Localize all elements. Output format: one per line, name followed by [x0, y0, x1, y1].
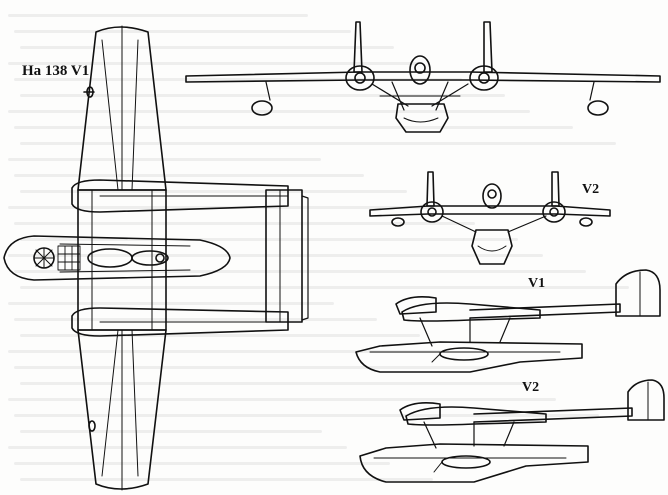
side-view-v2-hull — [359, 443, 589, 483]
side-view-2-label: V2 — [522, 380, 540, 395]
plan-view-lower-boom — [71, 307, 289, 337]
front-view-v1 — [185, 21, 661, 133]
side-view-v1-hull — [355, 341, 583, 373]
side-view-v1 — [355, 269, 661, 373]
front-view-v2-wing — [369, 205, 611, 217]
plan-view — [3, 25, 309, 491]
plan-view-tailplane — [265, 189, 303, 323]
front-view-v2 — [369, 171, 611, 265]
front-view-v1-hull — [395, 103, 449, 133]
plan-view-upper-boom — [71, 179, 289, 213]
front-view-label: V2 — [582, 182, 600, 197]
front-view-v1-wing — [185, 71, 661, 83]
front-view-v2-hull — [471, 229, 513, 265]
side-view-v2 — [359, 379, 665, 483]
drawing-title: Ha 138 V1 — [22, 63, 90, 79]
side-view-v2-fin — [627, 379, 665, 421]
side-view-v1-fin — [615, 269, 661, 317]
plan-view-lower-wing — [77, 329, 167, 490]
plan-view-upper-wing — [77, 26, 167, 191]
plan-view-hull — [3, 235, 231, 281]
side-view-1-label: V1 — [528, 276, 546, 291]
